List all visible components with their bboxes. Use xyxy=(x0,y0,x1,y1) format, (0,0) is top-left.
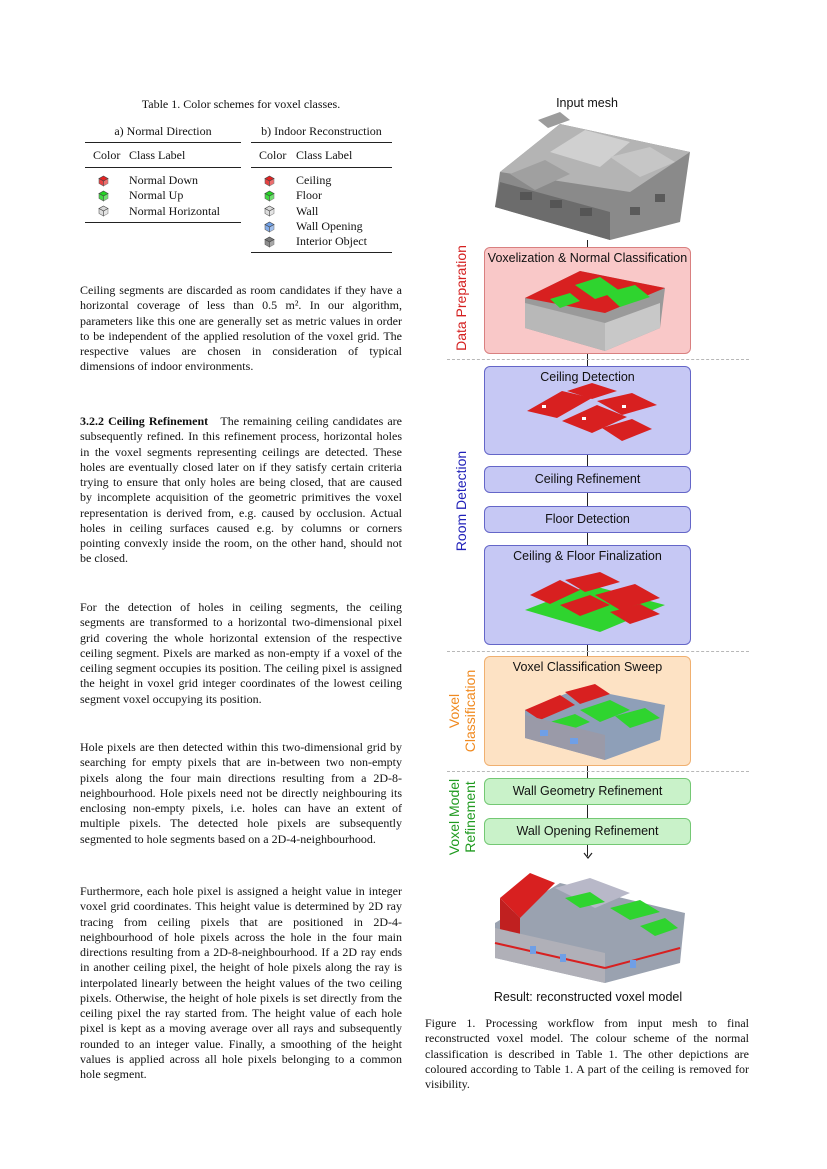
table-row: Ceiling xyxy=(251,173,392,188)
paragraph-height-values: Furthermore, each hole pixel is assigned… xyxy=(80,884,402,1081)
voxel-classification-image xyxy=(525,684,665,760)
table-row: Normal Horizontal xyxy=(85,204,241,219)
table-row: Floor xyxy=(251,188,392,203)
paragraph-ceiling-refinement: 3.2.2 Ceiling Refinement The remaining c… xyxy=(80,414,402,567)
class-label: Ceiling xyxy=(296,173,332,188)
color-cube-icon xyxy=(251,236,296,248)
p1-text-b: . In our algorithm, parameters like this… xyxy=(80,298,403,374)
class-label: Wall Opening xyxy=(296,219,363,234)
color-cube-icon xyxy=(85,205,129,217)
ceiling-floor-image xyxy=(525,572,665,632)
table-row: Wall Opening xyxy=(251,219,392,234)
step-ceiling-detection-label: Ceiling Detection xyxy=(540,370,635,384)
paragraph-hole-pixels: Hole pixels are then detected within thi… xyxy=(80,740,402,846)
section-heading-3-2-2: 3.2.2 Ceiling Refinement xyxy=(80,414,209,428)
ceiling-detection-image xyxy=(527,383,657,441)
stage-divider-2 xyxy=(447,651,749,652)
class-label: Floor xyxy=(296,188,323,203)
class-label: Normal Up xyxy=(129,188,184,203)
arrow-down-icon xyxy=(583,852,593,859)
class-label: Wall xyxy=(296,203,319,218)
p1-math: 0.5 m² xyxy=(262,298,299,313)
paragraph-hole-detection: For the detection of holes in ceiling se… xyxy=(80,600,402,706)
table-row: Wall xyxy=(251,204,392,219)
p1-text-a: Ceiling segments are discarded as room c… xyxy=(80,283,402,313)
voxelization-image xyxy=(525,271,665,351)
color-cube-icon xyxy=(251,205,296,217)
color-cube-icon xyxy=(85,190,129,202)
stage-divider-1 xyxy=(447,359,749,360)
normal-direction-table: a) Normal Direction Color Class Label No… xyxy=(85,124,241,223)
stage-label-vm-line2: Refinement xyxy=(462,781,478,853)
table-row: Normal Up xyxy=(85,188,241,203)
table-b-label-header: Class Label xyxy=(296,148,353,162)
paragraph-ceiling-segments: Ceiling segments are discarded as room c… xyxy=(80,283,402,375)
color-cube-icon xyxy=(251,221,296,233)
color-cube-icon xyxy=(251,175,296,187)
table-b-title: b) Indoor Reconstruction xyxy=(261,124,382,138)
stage-floor-detection-box: Floor Detection xyxy=(484,506,691,533)
step-voxel-classification-label: Voxel Classification Sweep xyxy=(512,660,663,674)
table-a-color-header: Color xyxy=(93,148,121,162)
color-cube-icon xyxy=(85,175,129,187)
class-label: Normal Down xyxy=(129,173,198,188)
table-row: Normal Down xyxy=(85,173,241,188)
table-a-label-header: Class Label xyxy=(129,148,186,162)
indoor-reconstruction-table: b) Indoor Reconstruction Color Class Lab… xyxy=(251,124,392,254)
input-mesh-label: Input mesh xyxy=(556,96,618,110)
class-label: Interior Object xyxy=(296,234,367,249)
result-model-image xyxy=(494,873,685,983)
stage-wall-geometry-box: Wall Geometry Refinement xyxy=(484,778,691,805)
p2-text: The remaining ceiling candidates are sub… xyxy=(80,414,402,566)
step-wall-geometry-label: Wall Geometry Refinement xyxy=(512,784,663,798)
step-ceiling-floor-finalization-label: Ceiling & Floor Finalization xyxy=(513,549,662,563)
result-label: Result: reconstructed voxel model xyxy=(493,990,683,1004)
stage-wall-opening-box: Wall Opening Refinement xyxy=(484,818,691,845)
stage-label-vm-line1: Voxel Model xyxy=(446,778,462,856)
step-voxelization-label: Voxelization & Normal Classification xyxy=(487,251,688,265)
step-ceiling-refinement-label: Ceiling Refinement xyxy=(534,472,641,486)
table-a-title: a) Normal Direction xyxy=(114,124,212,138)
table-b-color-header: Color xyxy=(259,148,287,162)
table-row: Interior Object xyxy=(251,234,392,249)
table-caption: Table 1. Color schemes for voxel classes… xyxy=(141,97,341,111)
stage-label-room-detection: Room Detection xyxy=(453,450,469,552)
stage-divider-3 xyxy=(447,771,749,772)
figure-caption: Figure 1. Processing workflow from input… xyxy=(425,1016,749,1091)
stage-label-vc-line2: Classification xyxy=(462,669,478,753)
step-wall-opening-label: Wall Opening Refinement xyxy=(516,824,659,838)
color-cube-icon xyxy=(251,190,296,202)
step-floor-detection-label: Floor Detection xyxy=(545,512,630,526)
stage-ceiling-refinement-box: Ceiling Refinement xyxy=(484,466,691,493)
input-mesh-image xyxy=(495,112,690,240)
stage-label-data-preparation: Data Preparation xyxy=(453,245,469,351)
stage-label-vc-line1: Voxel xyxy=(446,693,462,729)
class-label: Normal Horizontal xyxy=(129,203,220,218)
